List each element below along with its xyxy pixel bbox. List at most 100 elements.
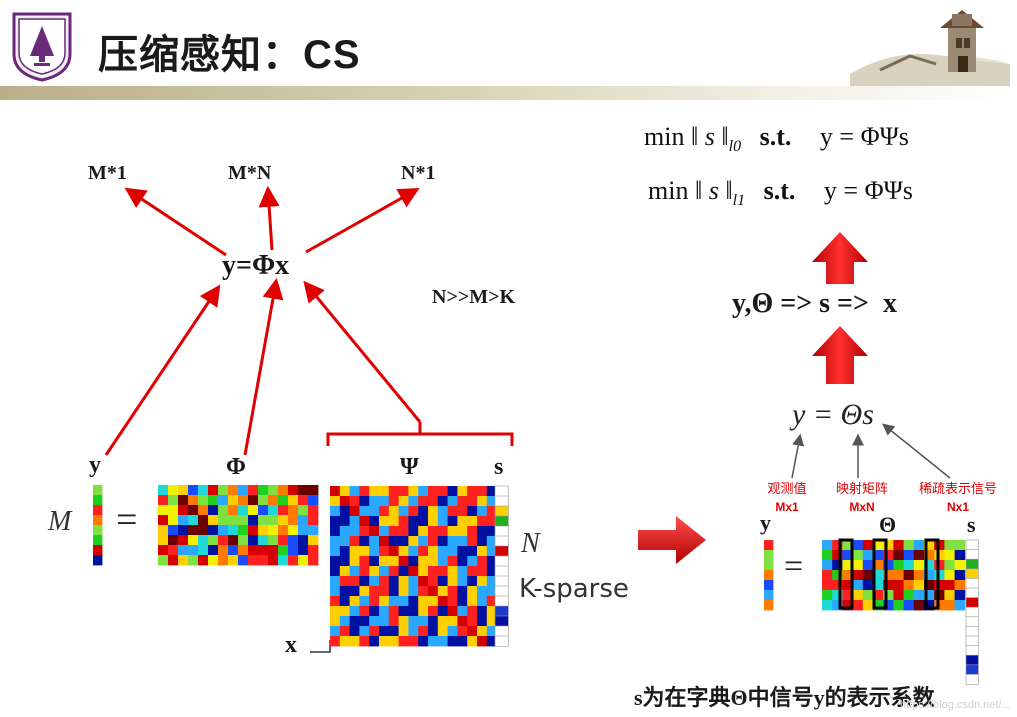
matrix-cell [248,485,258,495]
matrix-cell [495,496,508,506]
matrix-cell [853,550,864,560]
matrix-cell [477,516,487,526]
matrix-cell [308,525,318,535]
matrix-cell [218,555,228,565]
matrix-cell [863,550,874,560]
matrix-cell [477,616,487,626]
matrix-cell [467,506,477,516]
matrix-cell [448,616,458,626]
matrix-cell [218,495,228,505]
matrix-cell [228,495,238,505]
matrix-cell [238,525,248,535]
matrix-cell [188,505,198,515]
matrix-cell [448,586,458,596]
matrix-cell [218,535,228,545]
matrix-cell [350,526,360,536]
matrix-cell [93,525,102,535]
matrix-cell [379,566,389,576]
matrix-cell [178,485,188,495]
matrix-cell [408,616,418,626]
matrix-cell [428,586,438,596]
matrix-cell [966,636,978,646]
matrix-cell [93,505,102,515]
matrix-cell [198,535,208,545]
matrix-cell [418,596,428,606]
matrix-cell [308,515,318,525]
matrix-cell [359,506,369,516]
matrix-cell [893,570,904,580]
matrix-cell [188,545,198,555]
matrix-cell [359,636,369,646]
matrix-theta [822,540,965,610]
matrix-cell [158,485,168,495]
matrix-cell [258,485,268,495]
matrix-cell [495,486,508,496]
matrix-cell [438,526,448,536]
matrix-cell [418,566,428,576]
matrix-cell [288,555,298,565]
matrix-cell [822,550,833,560]
matrix-phi [158,485,318,565]
matrix-cell [448,556,458,566]
matrix-cell [158,505,168,515]
matrix-cell [408,586,418,596]
matrix-cell [966,578,978,588]
matrix-cell [914,540,925,550]
matrix-cell [369,626,379,636]
matrix-cell [944,600,955,610]
matrix-cell [330,566,340,576]
matrix-cell [438,616,448,626]
matrix-cell [278,495,288,505]
matrix-cell [418,636,428,646]
matrix-cell [350,566,360,576]
matrix-cell [389,526,399,536]
matrix-cell [350,636,360,646]
matrix-cell [457,516,467,526]
matrix-cell [438,606,448,616]
matrix-cell [238,515,248,525]
matrix-cell [944,570,955,580]
matrix-cell [399,496,409,506]
matrix-cell [438,536,448,546]
matrix-cell [399,596,409,606]
matrix-cell [853,600,864,610]
matrix-cell [298,525,308,535]
matrix-cell [914,550,925,560]
matrix-cell [418,606,428,616]
matrix-cell [822,580,833,590]
matrix-cell [278,485,288,495]
matrix-cell [418,486,428,496]
matrix-cell [359,516,369,526]
annotation-arrow-s [884,425,950,478]
matrix-cell [389,536,399,546]
matrix-cell [399,546,409,556]
matrix-cell [418,576,428,586]
matrix-cell [408,576,418,586]
matrix-cell [359,556,369,566]
matrix-cell [168,495,178,505]
matrix-cell [168,485,178,495]
matrix-cell [248,505,258,515]
matrix-cell [495,546,508,556]
matrix-cell [764,570,773,580]
matrix-cell [350,556,360,566]
matrix-cell [158,515,168,525]
matrix-cell [399,626,409,636]
matrix-cell [448,496,458,506]
matrix-cell [399,526,409,536]
matrix-cell [764,580,773,590]
matrix-cell [495,626,508,636]
matrix-cell [188,495,198,505]
matrix-cell [288,485,298,495]
matrix-cell [428,566,438,576]
psi-bracket [328,422,512,446]
matrix-cell [477,606,487,616]
matrix-cell [389,636,399,646]
matrix-cell [966,665,978,675]
matrix-cell [467,606,477,616]
matrix-cell [198,525,208,535]
matrix-cell [340,506,350,516]
vector-s-right [966,540,978,684]
matrix-cell [418,546,428,556]
matrix-cell [298,515,308,525]
